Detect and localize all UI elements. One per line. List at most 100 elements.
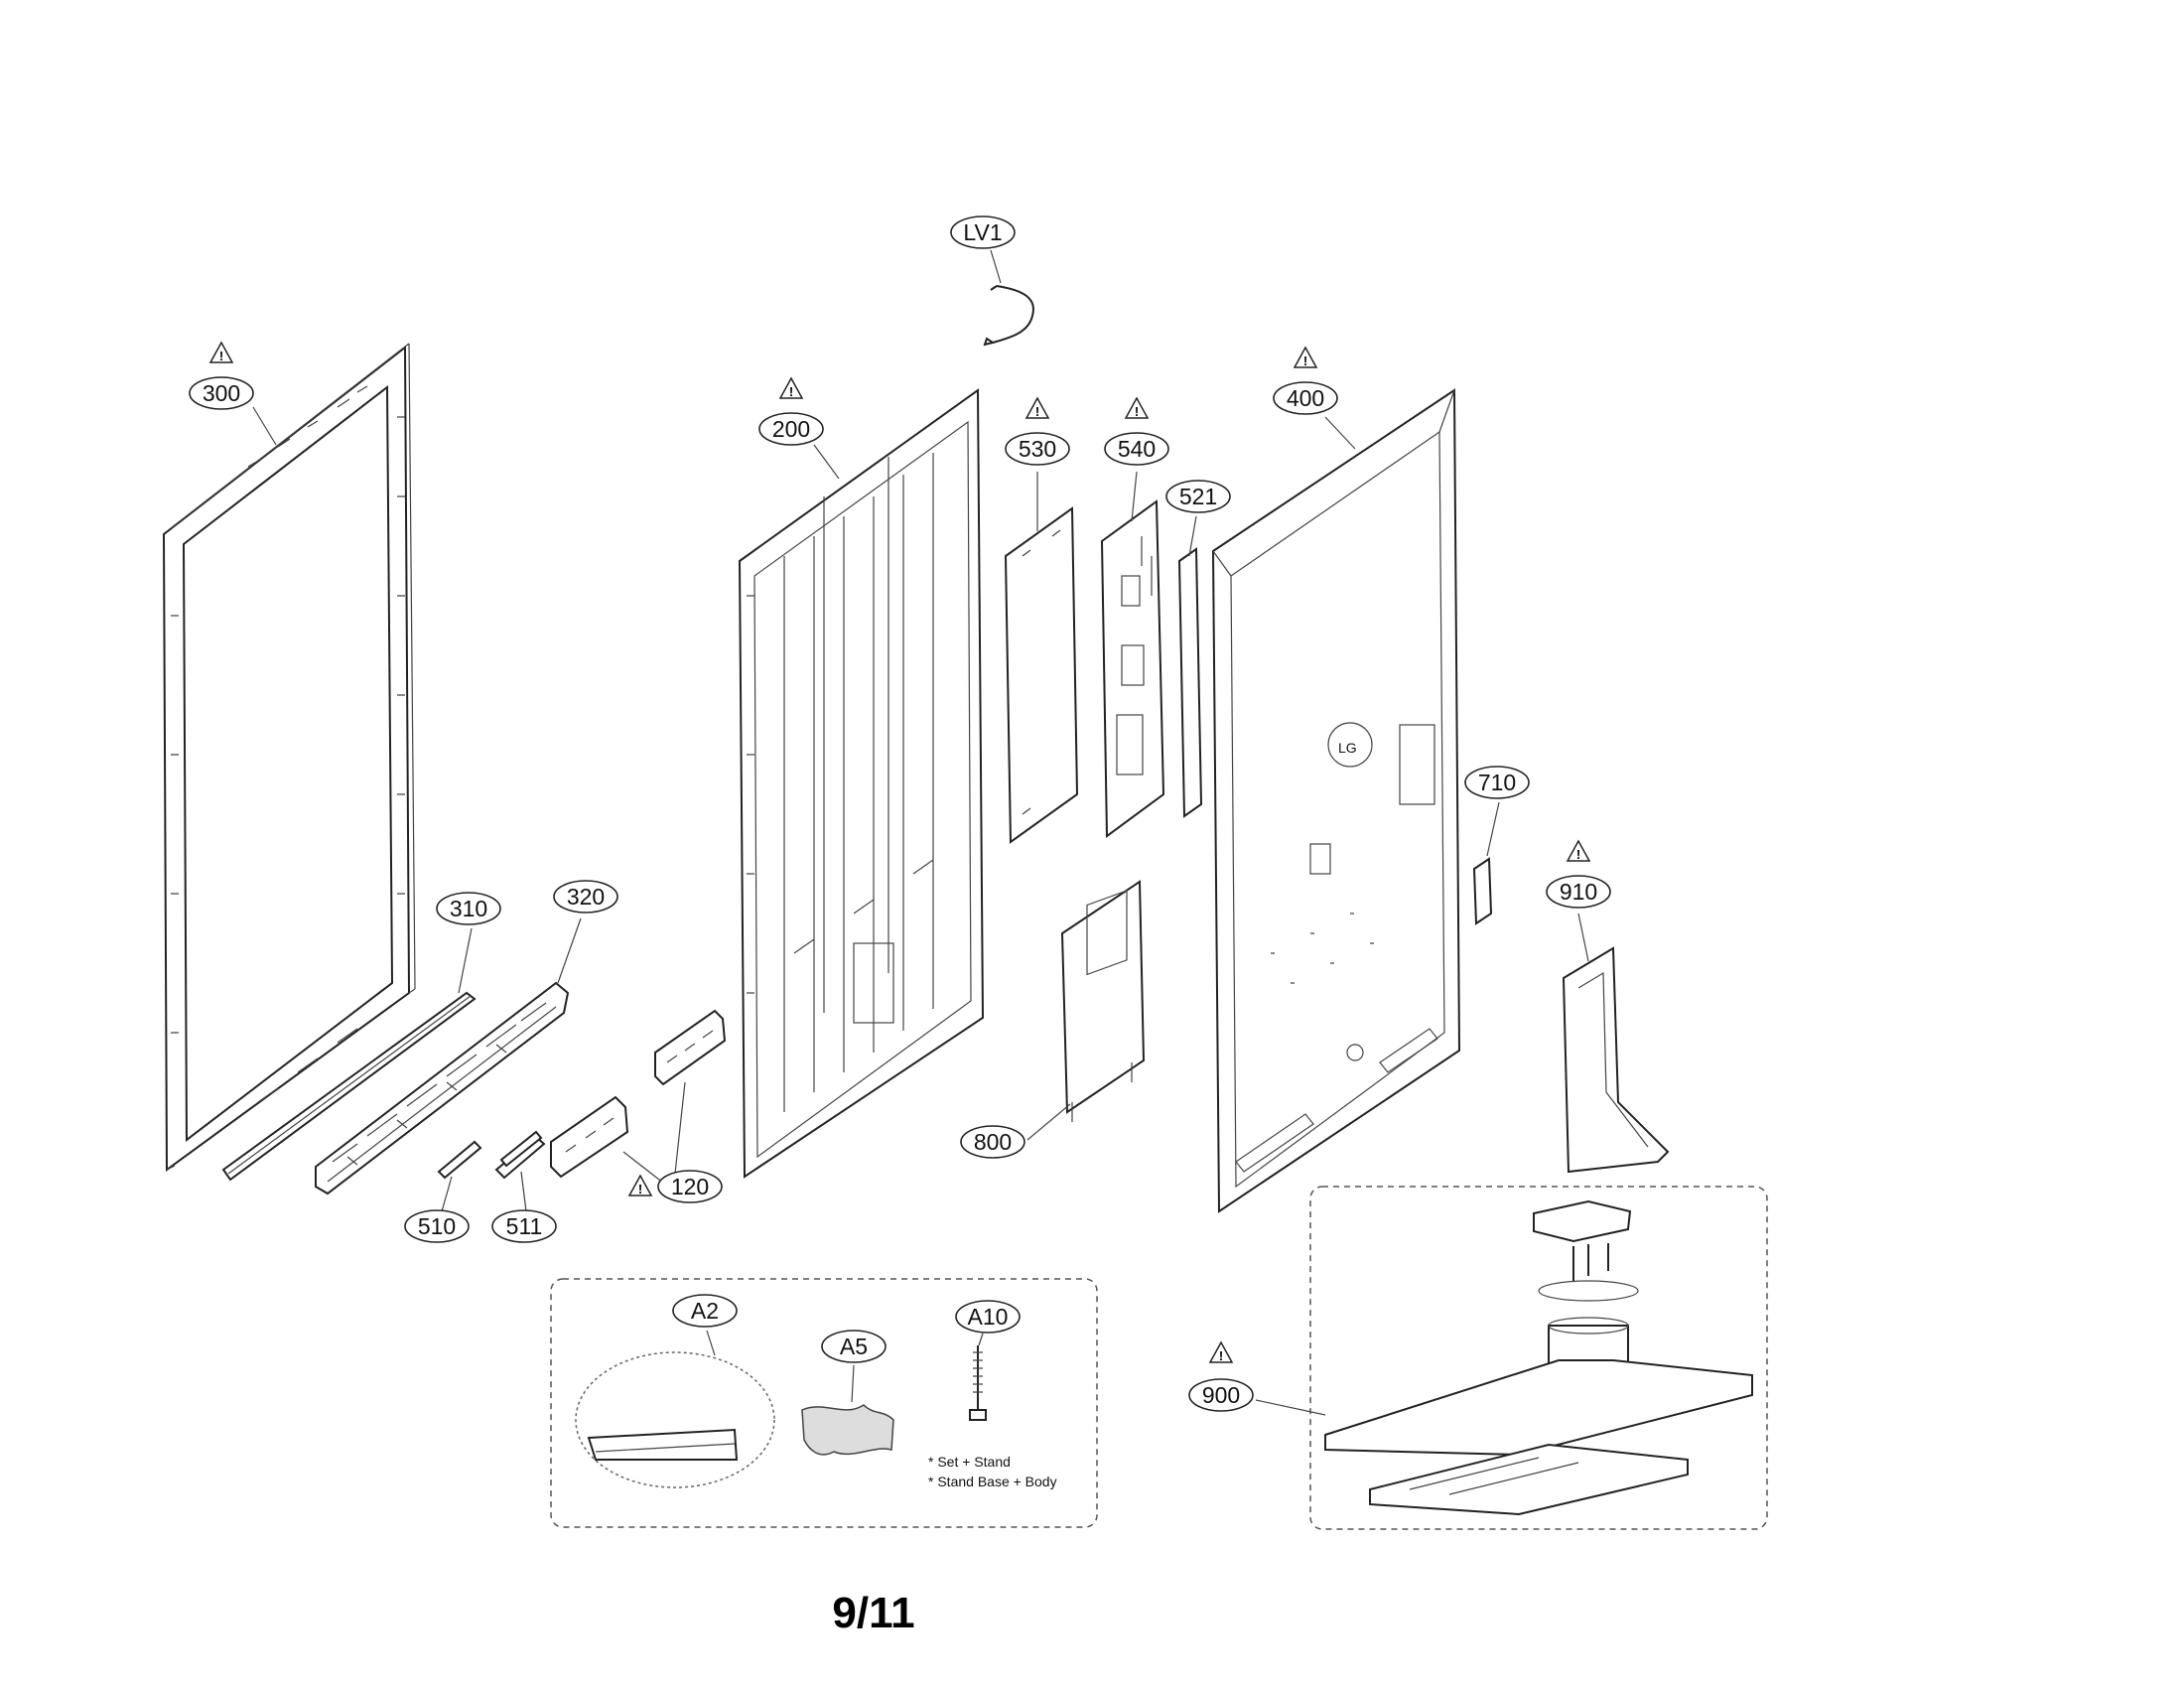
part-120-bracket	[550, 1009, 727, 1179]
callout-oval	[950, 215, 1016, 249]
callout-oval	[1546, 875, 1611, 909]
leader-540	[1131, 471, 1138, 522]
callout-oval	[657, 1170, 723, 1203]
leader-a5	[851, 1364, 855, 1403]
leader-910	[1577, 913, 1589, 962]
callout-label: 900	[1202, 1382, 1240, 1408]
part-200-panel-chassis	[738, 388, 985, 1179]
warning-mark: !	[1135, 404, 1139, 419]
part-320-bottom-frame	[315, 981, 570, 1196]
callout-label: A10	[968, 1304, 1009, 1330]
warning-mark: !	[219, 349, 223, 363]
warning-triangle-icon	[627, 1174, 653, 1196]
callout-a2: A2	[672, 1294, 738, 1328]
part-800-bracket-plate	[1060, 880, 1146, 1122]
a2-highlight-ellipse	[575, 1351, 775, 1488]
callout-lv1: LV1	[950, 215, 1016, 249]
callout-label: LV1	[963, 219, 1002, 245]
warning-mark: !	[638, 1182, 642, 1196]
callout-label: 521	[1179, 484, 1217, 509]
warning-mark: !	[1576, 847, 1580, 862]
leader-a2	[706, 1330, 716, 1356]
callout-label: 710	[1478, 770, 1516, 795]
callout-oval	[404, 1209, 470, 1243]
part-400-back-cover: LG	[1211, 388, 1461, 1213]
logo-text: LG	[1338, 740, 1357, 756]
part-a5-cloth	[801, 1404, 894, 1456]
leader-900	[1255, 1399, 1326, 1416]
part-540-main-board	[1100, 499, 1165, 838]
callout-120: 120!	[627, 1170, 723, 1203]
warning-triangle-icon	[208, 341, 234, 363]
callout-label: 800	[974, 1129, 1012, 1155]
callout-511: 511	[491, 1209, 557, 1243]
part-a2-remote	[587, 1428, 739, 1461]
part-a10-screw	[969, 1345, 987, 1421]
callout-label: A2	[691, 1298, 719, 1324]
leader-lv1	[990, 249, 1002, 284]
callout-oval	[960, 1125, 1025, 1159]
callout-oval	[1005, 432, 1070, 466]
callout-530: 530!	[1005, 396, 1070, 466]
leader-320	[557, 917, 582, 984]
callout-oval	[1165, 480, 1231, 513]
leader-510	[441, 1176, 453, 1212]
callout-oval	[821, 1330, 887, 1363]
callout-oval	[1273, 381, 1338, 415]
callout-oval	[1188, 1378, 1254, 1412]
callout-label: 400	[1287, 385, 1324, 411]
leader-521	[1188, 515, 1197, 557]
callout-oval	[1464, 766, 1530, 799]
part-511	[494, 1130, 546, 1180]
part-710	[1472, 857, 1493, 925]
warning-triangle-icon	[1124, 396, 1150, 419]
callout-oval	[189, 376, 254, 410]
callout-label: 530	[1019, 436, 1056, 462]
warning-triangle-icon	[1024, 396, 1050, 419]
callout-label: A5	[840, 1334, 868, 1359]
part-300-front-bezel	[162, 343, 416, 1172]
callout-label: 320	[567, 884, 605, 910]
callout-320: 320	[553, 880, 618, 914]
callout-label: 120	[671, 1174, 709, 1199]
callout-label: 910	[1560, 879, 1597, 905]
warning-triangle-icon	[1566, 839, 1591, 862]
note-set-stand: * Set + Stand	[928, 1454, 1011, 1470]
warning-triangle-icon	[778, 376, 804, 399]
leader-200	[813, 444, 840, 480]
callout-oval	[955, 1300, 1021, 1334]
callout-oval	[491, 1209, 557, 1243]
callout-oval	[758, 412, 824, 446]
callout-540: 540!	[1104, 396, 1169, 466]
callout-400: 400!	[1273, 346, 1338, 415]
callout-710: 710	[1464, 766, 1530, 799]
warning-triangle-icon	[1293, 346, 1318, 368]
part-910-stand-neck	[1562, 946, 1670, 1174]
callout-300: 300!	[189, 341, 254, 410]
callout-200: 200!	[758, 376, 824, 446]
callout-label: 511	[506, 1213, 543, 1239]
callout-oval	[1104, 432, 1169, 466]
leader-310	[458, 927, 473, 994]
leader-511	[520, 1171, 527, 1212]
part-lv1-cable	[983, 285, 1034, 347]
callout-310: 310	[436, 892, 501, 925]
warning-mark: !	[789, 384, 793, 399]
callout-oval	[553, 880, 618, 914]
part-521-board	[1177, 547, 1203, 818]
leader-710	[1486, 801, 1500, 857]
callout-800: 800	[960, 1125, 1025, 1159]
callout-a10: A10	[955, 1300, 1021, 1334]
warning-mark: !	[1219, 1348, 1223, 1363]
callout-label: 510	[418, 1213, 456, 1239]
callout-label: 200	[772, 416, 810, 442]
callout-521: 521	[1165, 480, 1231, 513]
callout-510: 510	[404, 1209, 470, 1243]
callout-oval	[672, 1294, 738, 1328]
group-900-stand-base	[1309, 1186, 1768, 1530]
callout-oval	[436, 892, 501, 925]
callout-900: 900!	[1188, 1340, 1254, 1412]
callout-910: 910!	[1546, 839, 1611, 909]
